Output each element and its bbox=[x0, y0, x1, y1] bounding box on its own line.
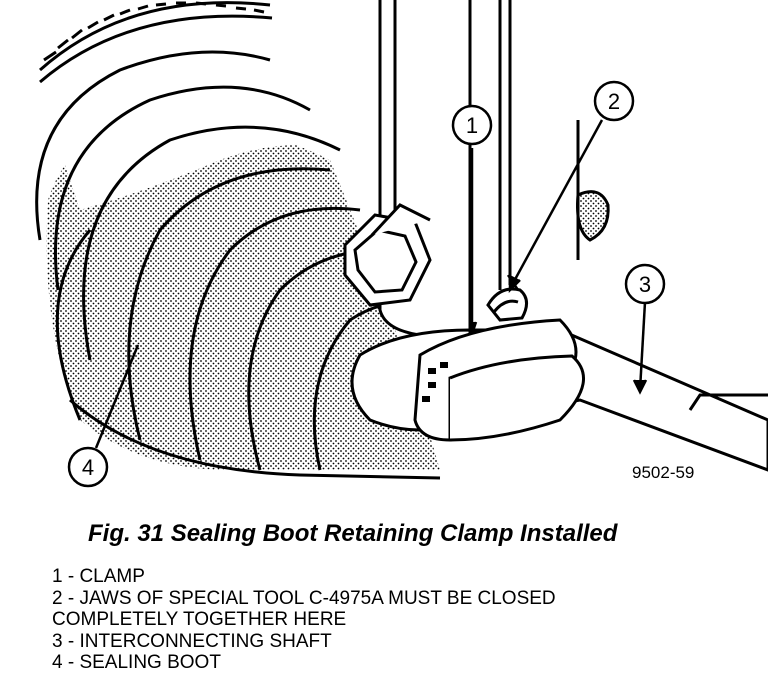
callout-1-label: 1 bbox=[466, 113, 478, 138]
figure-caption: Fig. 31 Sealing Boot Retaining Clamp Ins… bbox=[88, 520, 618, 547]
legend-item-1: 1 - CLAMP bbox=[52, 566, 145, 587]
clamp bbox=[413, 287, 586, 442]
legend: 1 - CLAMP 2 - JAWS OF SPECIAL TOOL C-497… bbox=[52, 566, 556, 674]
callout-3-label: 3 bbox=[639, 272, 651, 297]
callout-2-label: 2 bbox=[608, 89, 620, 114]
ring-gear bbox=[39, 1, 273, 84]
legend-item-4: 4 - SEALING BOOT bbox=[52, 652, 221, 673]
figure-id-label: 9502-59 bbox=[632, 463, 694, 482]
legend-item-2-line2: COMPLETELY TOGETHER HERE bbox=[52, 609, 347, 630]
clamp-installation-illustration: 1 2 3 4 9502-59 bbox=[35, 0, 768, 488]
callout-4-label: 4 bbox=[82, 455, 94, 480]
callout-4: 4 bbox=[67, 446, 109, 488]
sealing-boot bbox=[35, 50, 441, 480]
callout-1: 1 bbox=[451, 104, 493, 146]
side-nut bbox=[576, 120, 610, 260]
callout-3: 3 bbox=[624, 263, 666, 305]
legend-item-2-line1: 2 - JAWS OF SPECIAL TOOL C-4975A MUST BE… bbox=[52, 587, 556, 609]
callout-2: 2 bbox=[593, 80, 635, 122]
legend-item-3: 3 - INTERCONNECTING SHAFT bbox=[52, 630, 332, 652]
leader-lines bbox=[94, 119, 648, 449]
hex-bolt bbox=[343, 203, 432, 307]
